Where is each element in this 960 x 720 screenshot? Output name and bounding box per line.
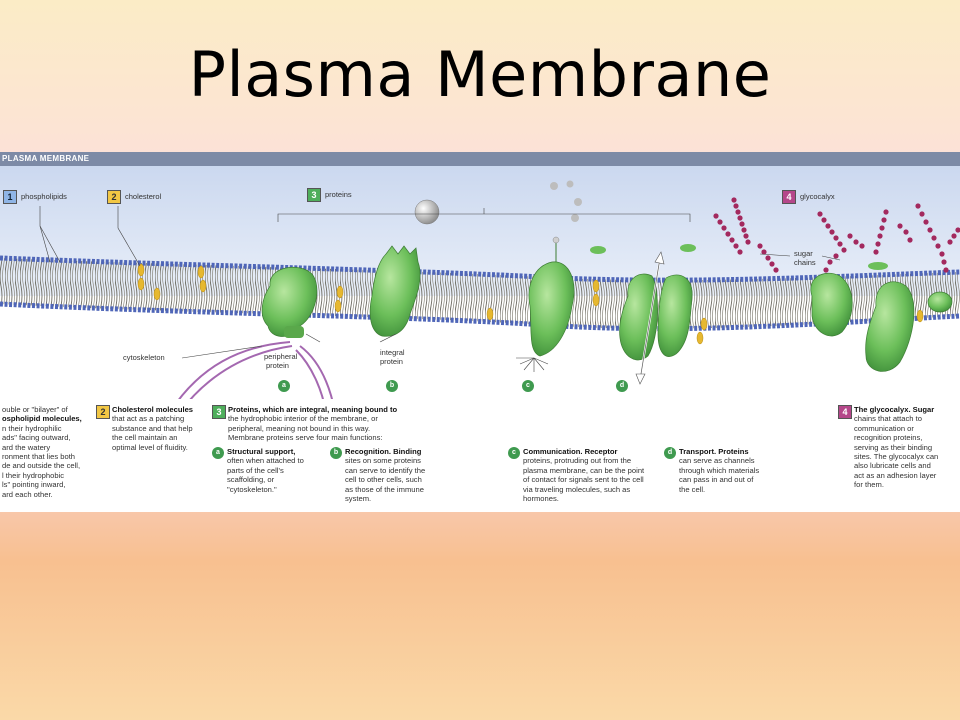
caption-line: Membrane proteins serve four main functi… <box>228 433 383 443</box>
marker-b: b <box>386 380 398 392</box>
caption-line: can serve to identify the <box>345 465 426 475</box>
glycocalyx-label: glycocalyx <box>800 192 835 201</box>
caption-marker-d: d <box>664 447 676 459</box>
caption-line: de and outside the cell, <box>2 461 81 471</box>
caption-line: ard each other. <box>2 489 53 499</box>
cholesterol-molecules <box>137 263 924 345</box>
caption-area: ouble or "bilayer" of ospholipid molecul… <box>0 399 960 512</box>
caption-line: cell to other cells, such <box>345 475 422 485</box>
caption-line: serving as their binding <box>854 442 933 452</box>
glycoproteins <box>810 262 953 372</box>
sugar-chains-label-line2: chains <box>794 258 816 267</box>
caption-line: the hydrophobic interior of the membrane… <box>228 414 378 424</box>
phospholipids-label: phospholipids <box>21 192 67 201</box>
caption-line: sites on some proteins <box>345 456 421 466</box>
peripheral-protein <box>261 266 318 338</box>
caption-phospholipids: ouble or "bilayer" of ospholipid molecul… <box>2 405 94 499</box>
caption-line: sites. The glycocalyx can <box>854 452 939 462</box>
caption-line: can pass in and out of <box>679 475 754 485</box>
caption-line: Cholesterol molecules <box>112 405 194 414</box>
callout-number-3: 3 <box>307 188 321 202</box>
caption-line: Communication. Receptor <box>523 447 618 456</box>
caption-line: recognition proteins, <box>854 433 923 443</box>
proteins-label: proteins <box>325 190 352 199</box>
receptor-protein <box>516 180 582 372</box>
membrane-illustration <box>0 166 960 412</box>
caption-line: optimal level of fluidity. <box>112 442 188 452</box>
caption-line: The glycocalyx. Sugar <box>854 405 935 414</box>
sugar-chains-label-line1: sugar <box>794 249 813 258</box>
peripheral-protein-label-line2: protein <box>266 361 289 370</box>
caption-communication: Communication. Receptor proteins, protru… <box>523 447 673 503</box>
caption-marker-c: c <box>508 447 520 459</box>
peripheral-protein-label-line1: peripheral <box>264 352 298 361</box>
caption-cholesterol: Cholesterol molecules that act as a patc… <box>112 405 212 452</box>
caption-line: hormones. <box>523 494 559 504</box>
caption-glycocalyx: The glycocalyx. Sugar chains that attach… <box>854 405 958 490</box>
slide-title: Plasma Membrane <box>188 38 772 111</box>
caption-line: Proteins, which are integral, meaning bo… <box>228 405 398 414</box>
caption-line: ouble or "bilayer" of <box>2 405 68 414</box>
caption-line: n their hydrophilic <box>2 423 62 433</box>
caption-proteins: Proteins, which are integral, meaning bo… <box>228 405 428 443</box>
caption-transport: Transport. Proteins can serve as channel… <box>679 447 779 494</box>
caption-line: via traveling molecules, such as <box>523 484 631 494</box>
caption-line: the cell maintain an <box>112 433 178 443</box>
caption-number-4: 4 <box>838 405 852 419</box>
callout-number-4: 4 <box>782 190 796 204</box>
caption-line: "cytoskeleton." <box>227 484 277 494</box>
caption-line: can serve as channels <box>679 456 755 466</box>
caption-line: parts of the cell's <box>227 465 284 475</box>
membrane-figure: PLASMA MEMBRANE <box>0 152 960 512</box>
integral-protein-label-line2: protein <box>380 357 403 366</box>
callout-number-1: 1 <box>3 190 17 204</box>
caption-line: for them. <box>854 480 884 490</box>
caption-line: plasma membrane, can be the point <box>523 465 645 475</box>
caption-marker-b: b <box>330 447 342 459</box>
caption-line: through which materials <box>679 465 760 475</box>
marker-c: c <box>522 380 534 392</box>
caption-recognition: Recognition. Binding sites on some prote… <box>345 447 445 503</box>
sugar-chains <box>713 197 960 273</box>
caption-line: often when attached to <box>227 456 304 466</box>
caption-line: ronment that lies both <box>2 452 76 462</box>
caption-line: Transport. Proteins <box>679 447 749 456</box>
transport-channel-protein <box>590 244 696 385</box>
caption-line: of contact for signals sent to the cell <box>523 475 644 485</box>
caption-line: communication or <box>854 423 914 433</box>
marker-a: a <box>278 380 290 392</box>
caption-line: ads" facing outward, <box>2 433 71 443</box>
lipid-bilayer <box>0 255 960 332</box>
cytoskeleton-label: cytoskeleton <box>123 353 165 362</box>
caption-line: that act as a patching <box>112 414 185 424</box>
figure-header: PLASMA MEMBRANE <box>0 152 960 166</box>
caption-line: peripheral, meaning not bound in this wa… <box>228 423 371 433</box>
caption-line: l their hydrophobic <box>2 470 65 480</box>
callout-lines <box>39 206 841 359</box>
caption-line: act as an adhesion layer <box>854 470 937 480</box>
caption-number-3: 3 <box>212 405 226 419</box>
caption-line: ls" pointing inward, <box>2 480 66 490</box>
caption-line: substance and that help <box>112 423 193 433</box>
cholesterol-label: cholesterol <box>125 192 162 201</box>
caption-line: also lubricate cells and <box>854 461 931 471</box>
caption-line: as those of the immune <box>345 484 424 494</box>
caption-line: system. <box>345 494 372 504</box>
caption-line: chains that attach to <box>854 414 922 424</box>
caption-structural-support: Structural support, often when attached … <box>227 447 327 494</box>
caption-line: proteins, protruding out from the <box>523 456 632 466</box>
integral-protein-label-line1: integral <box>380 348 405 357</box>
callout-number-2: 2 <box>107 190 121 204</box>
caption-number-2: 2 <box>96 405 110 419</box>
caption-line: the cell. <box>679 484 706 494</box>
caption-line: ospholipid molecules, <box>2 414 82 424</box>
caption-line: scaffolding, or <box>227 475 275 485</box>
caption-line: ard the watery <box>2 442 51 452</box>
caption-line: Structural support, <box>227 447 296 456</box>
caption-line: Recognition. Binding <box>345 447 422 456</box>
integral-protein <box>369 199 440 337</box>
caption-marker-a: a <box>212 447 224 459</box>
marker-d: d <box>616 380 628 392</box>
